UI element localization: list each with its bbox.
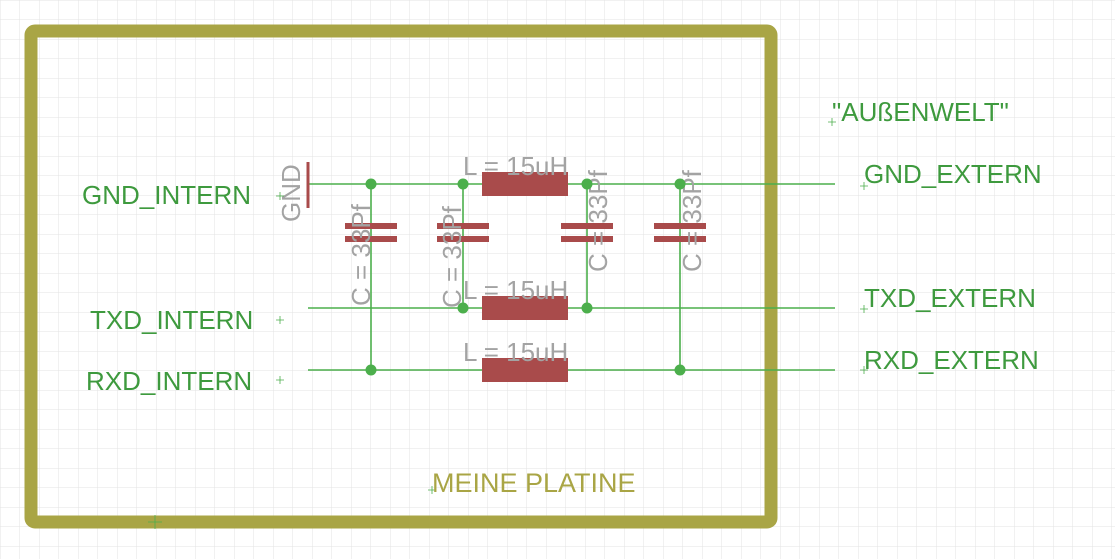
junction-dot: [365, 178, 377, 190]
net-label-txd-extern[interactable]: TXD_EXTERN: [864, 283, 1036, 313]
origin-cross: [860, 366, 868, 374]
inductor-1-value: L = 15uH: [463, 151, 568, 181]
junction-dot: [581, 302, 593, 314]
origin-cross: [148, 515, 162, 529]
capacitor-2-value: C = 33Pf: [437, 205, 467, 308]
origin-markers: [148, 118, 868, 529]
board-label: MEINE PLATINE: [432, 468, 636, 498]
nets: [308, 183, 835, 371]
outside-world-label: "AUßENWELT": [832, 97, 1009, 127]
junction-dot: [674, 178, 686, 190]
inductor-2-value: L = 15uH: [463, 275, 568, 305]
origin-cross: [828, 118, 836, 126]
origin-cross: [428, 486, 436, 494]
inductor-3-value: L = 15uH: [463, 337, 568, 367]
junctions: [365, 178, 686, 376]
net-label-gnd-intern[interactable]: GND_INTERN: [82, 180, 251, 210]
net-label-rxd-intern[interactable]: RXD_INTERN: [86, 366, 252, 396]
origin-cross: [276, 316, 284, 324]
net-label-gnd-extern[interactable]: GND_EXTERN: [864, 159, 1042, 189]
net-label-rxd-extern[interactable]: RXD_EXTERN: [864, 345, 1039, 375]
gnd-symbol[interactable]: GND: [276, 162, 310, 222]
origin-cross: [860, 182, 868, 190]
board-outline[interactable]: [24, 24, 778, 529]
inductor-3[interactable]: L = 15uH: [463, 337, 568, 382]
inductor-2[interactable]: L = 15uH: [463, 275, 568, 320]
junction-dot: [457, 302, 469, 314]
inductor-1[interactable]: L = 15uH: [463, 151, 568, 196]
capacitor-1[interactable]: C = 33Pf: [345, 203, 397, 306]
capacitor-1-value: C = 33Pf: [346, 203, 376, 306]
net-label-txd-intern[interactable]: TXD_INTERN: [90, 305, 253, 335]
junction-dot: [674, 364, 686, 376]
junction-dot: [581, 178, 593, 190]
junction-dot: [457, 178, 469, 190]
origin-cross: [860, 305, 868, 313]
origin-cross: [276, 376, 284, 384]
junction-dot: [365, 364, 377, 376]
gnd-symbol-label: GND: [276, 164, 306, 222]
origin-cross: [276, 192, 284, 200]
capacitor-2[interactable]: C = 33Pf: [437, 205, 489, 308]
